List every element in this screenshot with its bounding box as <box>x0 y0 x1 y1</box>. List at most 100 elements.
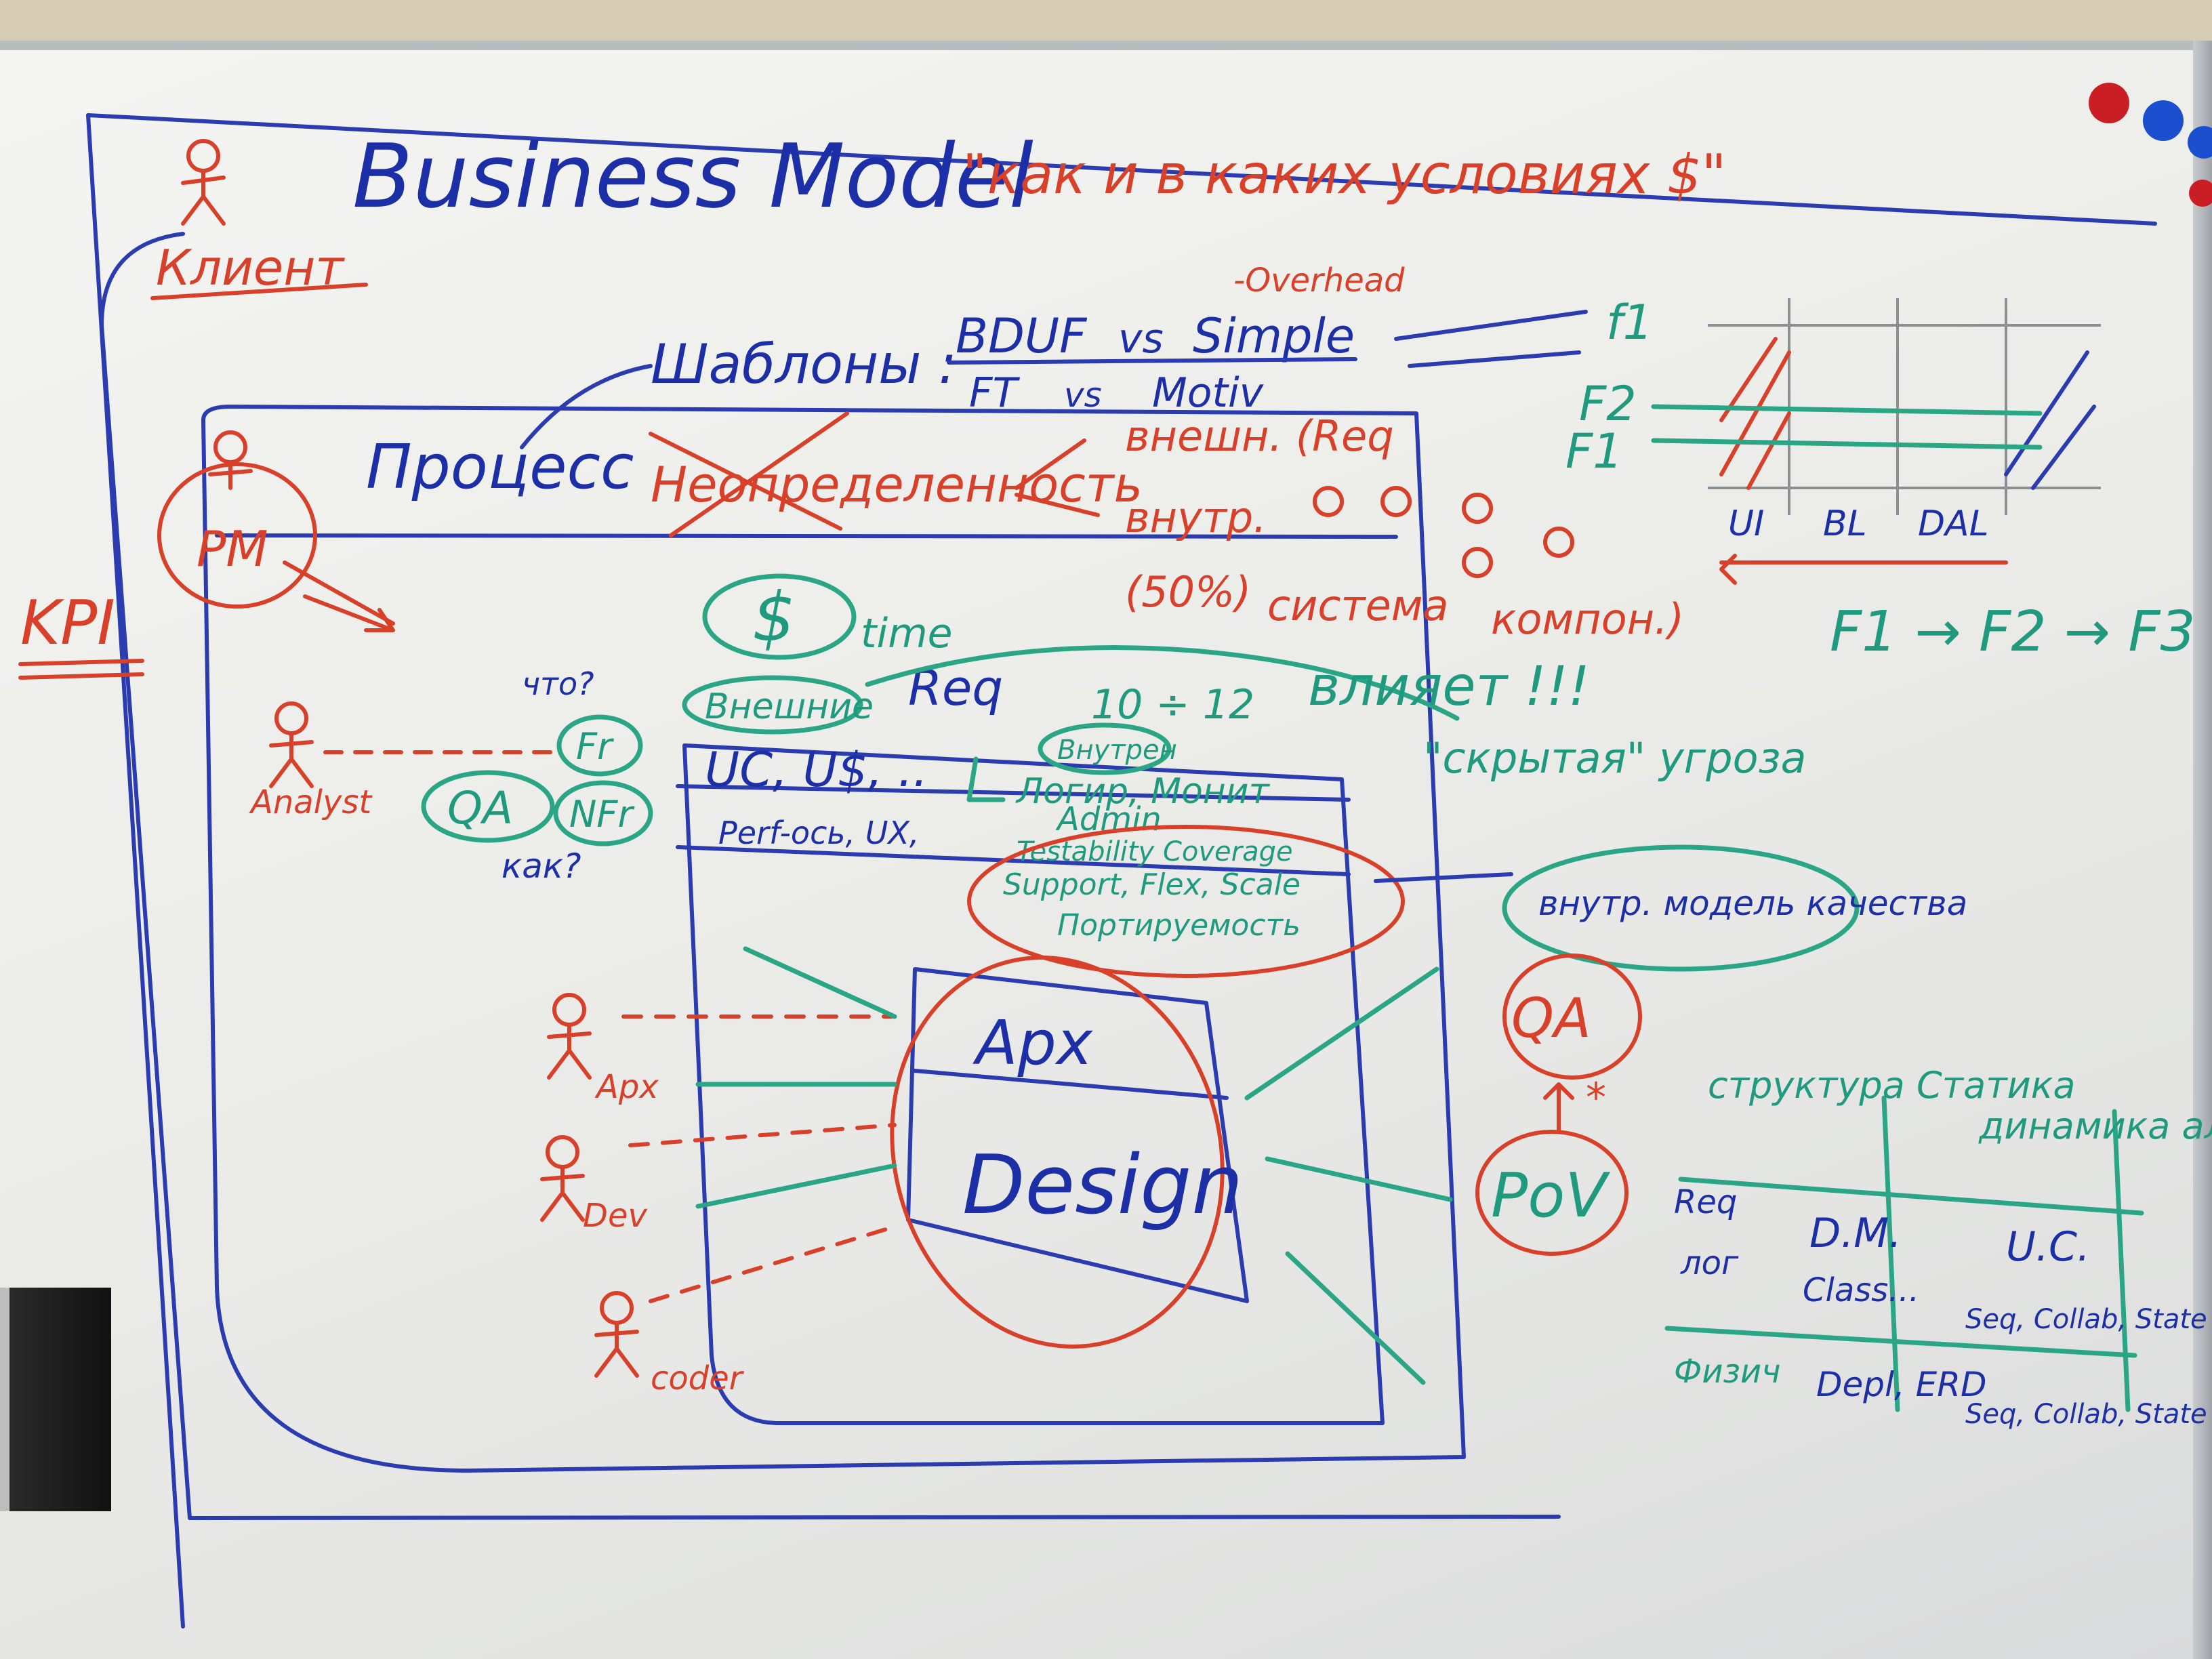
system-label: система <box>1267 581 1449 630</box>
flow-label: F1 → F2 → F3 <box>1830 600 2196 664</box>
grid-cell: Class... <box>1803 1271 1919 1309</box>
component-label: компон.) <box>1491 594 1684 644</box>
grid-cell: D.M. <box>1809 1210 1902 1257</box>
analyst-person-icon <box>269 701 314 788</box>
pm-label: PM <box>197 520 268 577</box>
kpi-underline <box>18 659 144 680</box>
grid-cell: Seq, Collab, State <box>1965 1399 2207 1430</box>
bl-label: BL <box>1823 504 1867 544</box>
hidden-threat-label: "скрытая" угроза <box>1423 733 1807 783</box>
fr-label: Fr <box>576 725 614 768</box>
pov-label: PoV <box>1491 1160 1610 1231</box>
grid-row-head: Req <box>1674 1183 1737 1221</box>
uncertainty-crossout <box>649 411 849 537</box>
uc-label: UC, U$, .. <box>705 742 928 798</box>
support-label: Support, Flex, Scale <box>1003 867 1300 902</box>
team-person-icon <box>1462 493 1493 524</box>
nfr-ellipse <box>553 780 653 846</box>
time-label: time <box>861 610 953 657</box>
dollar-ellipse <box>702 573 857 660</box>
grid-col-dynamic: динамика алгоритм <box>1978 1105 2212 1147</box>
templates-fraction-line <box>947 357 1357 365</box>
grid-cell: Depl, ERD <box>1816 1365 1987 1404</box>
grid-row-head: лог <box>1680 1244 1739 1282</box>
what-label: что? <box>522 665 594 702</box>
uncertainty-branch-arrows <box>1015 438 1100 517</box>
whiteboard-frame <box>2193 41 2212 1659</box>
grid-lines <box>1664 1095 2144 1412</box>
arch-design-box <box>906 967 1249 1303</box>
internal-q-ellipse <box>1038 722 1172 775</box>
process-frame <box>201 405 1466 1473</box>
inner-model-label: внутр. модель качества <box>1538 884 1967 923</box>
role-dev-label: Dev <box>583 1197 647 1235</box>
templates-label: Шаблоны : <box>651 333 957 396</box>
qa-left-ellipse <box>421 770 555 843</box>
role-green-arrows <box>695 946 897 1209</box>
qa-pov-arrow <box>1543 1082 1574 1134</box>
fr-ellipse <box>556 714 643 777</box>
requirements-frame <box>682 743 1385 1425</box>
team-person-icon <box>1543 527 1574 558</box>
inner-model-ellipse <box>1502 844 1860 972</box>
layers-grid <box>1708 298 2101 515</box>
req-green-bracket <box>966 756 1006 802</box>
arch-design-divider <box>913 1069 1229 1100</box>
dal-label: DAL <box>1918 504 1989 544</box>
title-underline <box>86 113 2157 226</box>
kpi-label: KPI <box>20 588 115 659</box>
portability-label: Портируемость <box>1057 908 1300 943</box>
layers-green-flows <box>1651 404 2043 450</box>
layers-sketch: f1 F2 F1 UI BL DAL F1 → F2 → F3 <box>1394 295 2196 664</box>
internal-label: внутр. <box>1125 493 1267 542</box>
dollar-label: $ <box>752 577 796 657</box>
grid-cell: U.C. <box>2006 1223 2090 1271</box>
inner-model-arrow <box>1374 872 1513 883</box>
nfr-red-ellipse <box>967 825 1405 978</box>
arch-design-ellipse <box>890 956 1225 1349</box>
blue-magnet <box>2188 126 2212 159</box>
structure-dynamics-grid: структура Статика динамика алгоритм Req … <box>1664 1064 2212 1430</box>
internal-q-label: Внутрен <box>1057 735 1177 766</box>
vs-label: vs <box>1118 315 1164 363</box>
requirements-dividers <box>676 784 1351 876</box>
qa-right-circle <box>1502 954 1642 1080</box>
f1-sketch <box>1394 310 1588 368</box>
process-to-templates-arrow <box>520 364 653 449</box>
board-eraser <box>0 1288 111 1511</box>
pm-line <box>215 533 1398 539</box>
board-title: Business Model <box>352 125 1033 228</box>
team-person-icon <box>1462 547 1493 578</box>
fifty-percent-label: (50%) <box>1125 567 1251 617</box>
ui-label: UI <box>1728 504 1764 544</box>
arch-label: Арх <box>972 1008 1094 1079</box>
arch-person-icon <box>547 993 592 1080</box>
coder-person-icon <box>594 1291 639 1378</box>
ten-twelve-label: 10 ÷ 12 <box>1091 681 1254 729</box>
external-req-label: внешн. (Req <box>1125 411 1394 461</box>
f1-small-label: f1 <box>1606 295 1653 350</box>
magnets <box>2089 83 2212 207</box>
ft-label: FT <box>969 369 1021 417</box>
person-icons <box>181 139 1574 1378</box>
layers-blue-hatch <box>2004 350 2096 490</box>
right-green-arrows <box>1244 966 1453 1385</box>
nfr-label: NFr <box>569 793 634 836</box>
layers-red-hatch <box>1719 337 1791 490</box>
team-person-icon <box>1313 486 1344 517</box>
f2-label: F2 <box>1579 376 1637 432</box>
perf-label: Perf-ось, UX, <box>718 815 920 851</box>
influence-arrow <box>865 645 1460 721</box>
client-person-icon <box>181 139 226 226</box>
pm-arrows <box>283 560 395 632</box>
simple-label: Simple <box>1193 308 1355 364</box>
client-frame <box>100 232 1561 1520</box>
motiv-label: Motiv <box>1152 369 1265 417</box>
star-label: * <box>1586 1074 1606 1122</box>
dev-person-icon <box>540 1135 585 1222</box>
process-label: Процесс <box>366 432 634 503</box>
red-magnet <box>2089 83 2129 123</box>
grid-col-static: структура Статика <box>1708 1064 2075 1107</box>
pov-circle <box>1475 1130 1629 1256</box>
influence-label: влияет !!! <box>1308 655 1590 718</box>
